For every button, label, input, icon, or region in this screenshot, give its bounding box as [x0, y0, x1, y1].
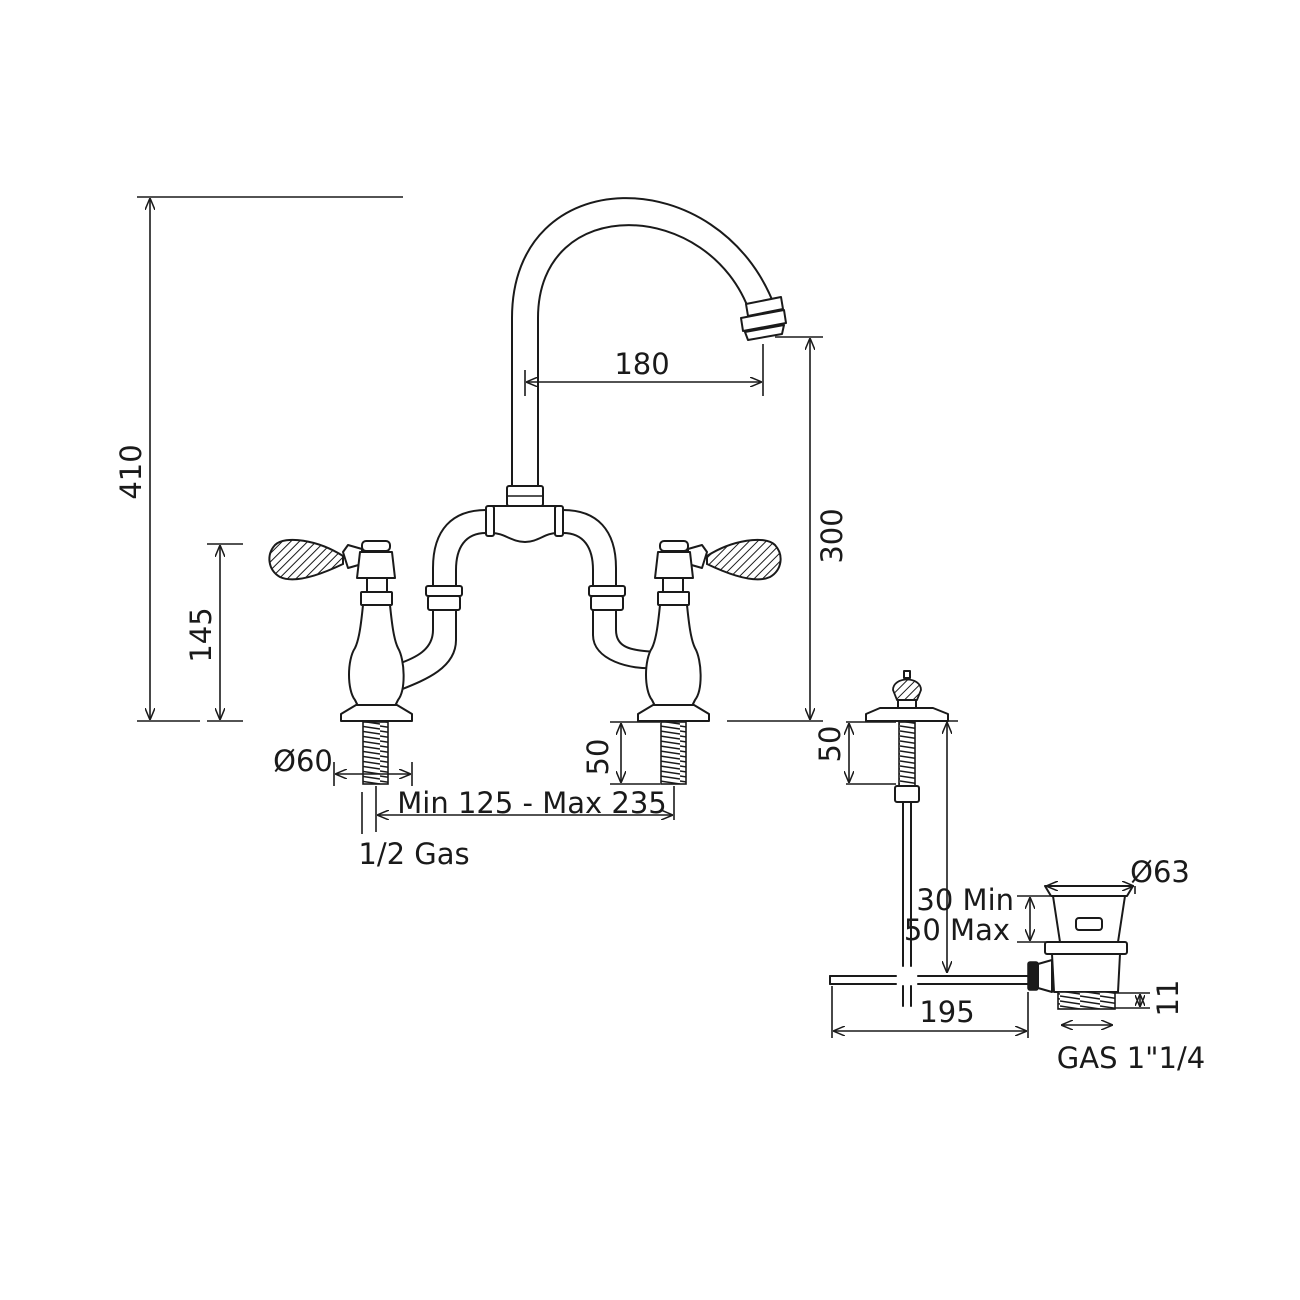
dim-tap-connection-label: 1/2 Gas: [358, 837, 469, 871]
bridge-faucet: [268, 197, 787, 785]
waste-outlet-thread: [1057, 991, 1116, 1010]
dim-waste-diameter-label: Ø63: [1130, 855, 1190, 889]
dimension-labels: 410 145 180 300 Ø60 50 Min 125 - Max 235…: [114, 347, 1205, 1075]
dim-waste-shank-label: 50: [813, 726, 847, 763]
spout: [506, 197, 787, 507]
dim-spout-height-label: 300: [815, 508, 849, 563]
dim-handle-height-label: 145: [184, 607, 218, 662]
right-shank-thread: [660, 721, 687, 785]
dim-base-diameter-label: Ø60: [273, 744, 333, 778]
dim-tap-spacing-label: Min 125 - Max 235: [397, 786, 666, 820]
dim-waste-connection-label: GAS 1"1/4: [1057, 1041, 1205, 1075]
right-crystal-handle: [706, 538, 782, 581]
dim-total-height-label: 410: [114, 444, 148, 499]
dim-waste-depth-max-label: 50 Max: [904, 913, 1010, 947]
dim-rod-length-label: 195: [919, 995, 974, 1029]
dim-tap-shank-label: 50: [581, 739, 615, 776]
left-crystal-handle: [268, 538, 344, 581]
dim-waste-thread-label: 11: [1151, 980, 1185, 1017]
dim-spout-reach-label: 180: [614, 347, 669, 381]
dimension-lines: [137, 196, 1150, 1038]
dim-waste-depth-min-label: 30 Min: [916, 883, 1014, 917]
waste-shank-thread: [898, 721, 916, 787]
right-valve: [637, 538, 782, 785]
bridge: [397, 505, 657, 691]
left-valve: [268, 538, 413, 785]
